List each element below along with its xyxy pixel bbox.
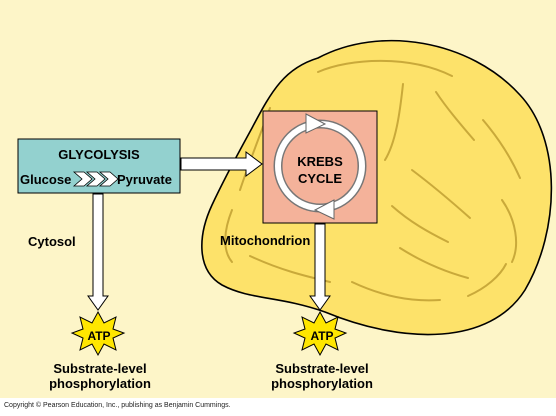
pyruvate-to-krebs-arrow (181, 152, 262, 176)
substrate-level-phosphorylation-label-1: Substrate-level phosphorylation (40, 361, 160, 391)
glucose-label: Glucose (20, 172, 71, 187)
product-1-line1: Substrate-level (40, 361, 160, 376)
cytosol-label: Cytosol (28, 234, 76, 249)
copyright-notice: Copyright © Pearson Education, Inc., pub… (4, 402, 231, 409)
atp-label-2: ATP (302, 329, 342, 343)
krebs-title-line2: CYCLE (263, 170, 377, 187)
pyruvate-label: Pyruvate (117, 172, 172, 187)
diagram-canvas: GLYCOLYSIS Glucose Pyruvate Cytosol KREB… (0, 0, 556, 398)
substrate-level-phosphorylation-label-2: Substrate-level phosphorylation (262, 361, 382, 391)
glycolysis-to-atp-arrow (88, 194, 108, 310)
product-2-line2: phosphorylation (262, 376, 382, 391)
product-2-line1: Substrate-level (262, 361, 382, 376)
atp-label-1: ATP (79, 329, 119, 343)
krebs-title-line1: KREBS (263, 153, 377, 170)
product-1-line2: phosphorylation (40, 376, 160, 391)
krebs-cycle-title: KREBS CYCLE (263, 153, 377, 187)
mitochondrion-label: Mitochondrion (220, 233, 310, 248)
glycolysis-title: GLYCOLYSIS (18, 147, 180, 162)
